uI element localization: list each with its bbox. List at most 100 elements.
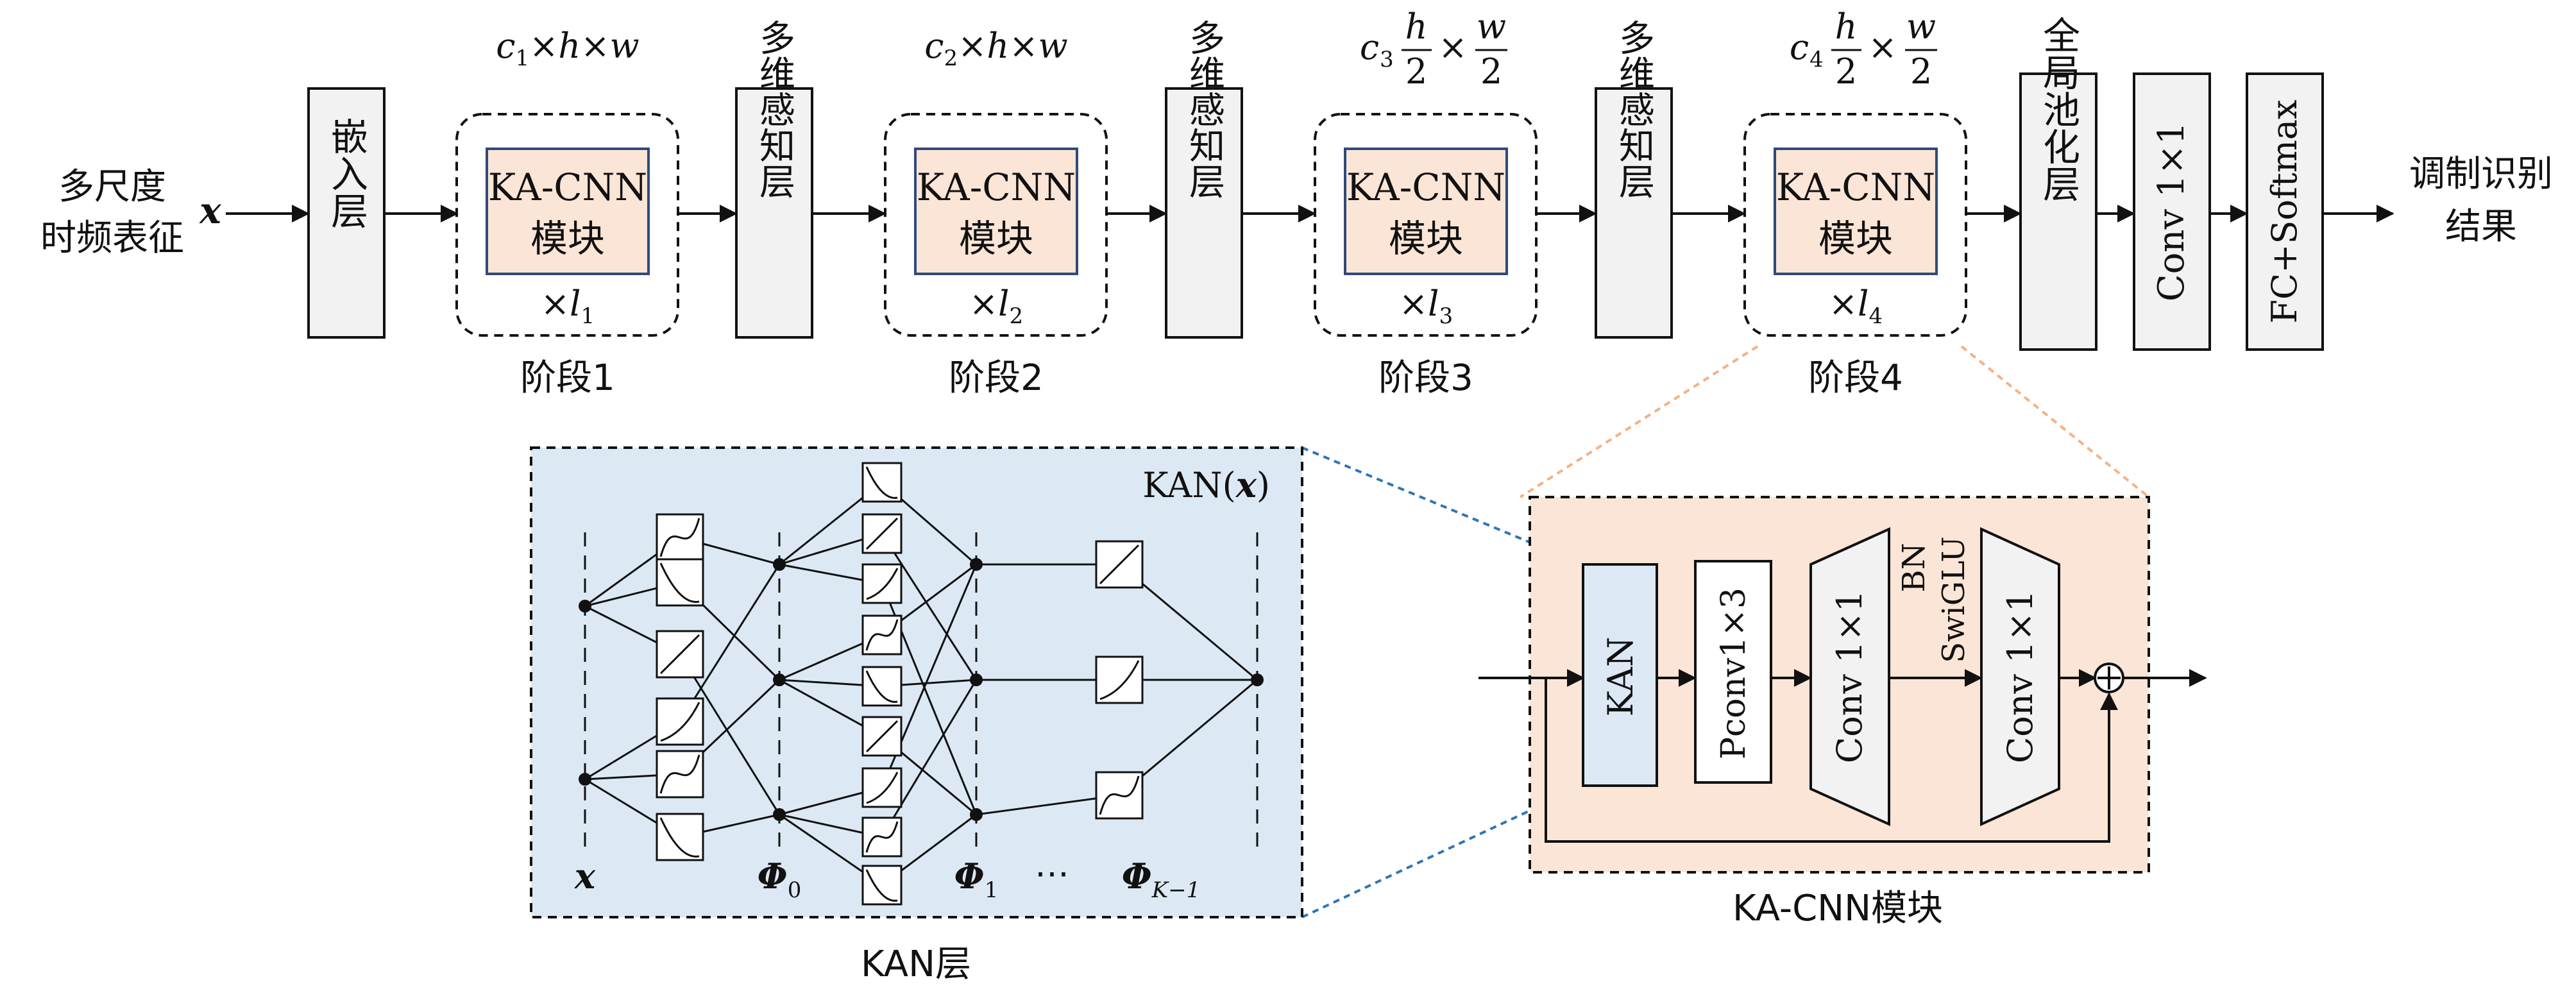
- perception-label-3: 多维感知层: [1613, 19, 1655, 199]
- kan-x-label: x: [574, 856, 596, 897]
- kan-panel: [530, 446, 1303, 918]
- kan-network: [579, 462, 1264, 906]
- perception-box-3: [1595, 87, 1673, 339]
- stage-3-dashed-frame: [1314, 113, 1538, 337]
- stage-1-label: 阶段1: [520, 357, 615, 399]
- kan-node-2-1: [970, 673, 983, 686]
- fc-label: FC+Softmax: [2264, 99, 2305, 323]
- kan-node-0-0: [579, 600, 591, 613]
- kan-caption: KAN层: [861, 943, 971, 985]
- stage-1-module-box: [486, 148, 650, 275]
- svg-text:2: 2: [1835, 51, 1857, 92]
- kan-phi1-label: Φ1: [954, 856, 999, 903]
- kan-spline-box-0-0: [656, 513, 704, 562]
- perception-label-2: 多维感知层: [1183, 19, 1225, 199]
- kan-spline-box-1-7: [861, 816, 902, 858]
- stage-4-module-line1: KA-CNN: [1776, 165, 1935, 209]
- kacnn-kan-box: [1582, 563, 1658, 787]
- zoom-line-orange-left: [1519, 345, 1759, 498]
- stage-3-label: 阶段3: [1378, 357, 1473, 399]
- svg-text:h: h: [1405, 6, 1428, 47]
- fc-box: [2246, 72, 2324, 351]
- tail-conv-box: [2133, 72, 2211, 351]
- stage-4-module-box: [1774, 148, 1938, 275]
- kan-spline-box-2-1: [1095, 655, 1144, 704]
- kan-spline-box-1-0: [861, 462, 902, 503]
- stage-4-repeat: ×l4: [1829, 283, 1883, 329]
- kan-spline-box-2-2: [1095, 771, 1144, 820]
- stage-2-module-line2: 模块: [959, 217, 1033, 260]
- svg-text:×: ×: [1868, 27, 1897, 67]
- stage-3-repeat: ×l3: [1399, 283, 1453, 329]
- kan-spline-box-0-5: [656, 813, 704, 861]
- pool-label: 全局池化层: [2037, 16, 2080, 202]
- svg-text:4: 4: [1809, 47, 1824, 72]
- svg-text:w: w: [1906, 6, 1936, 47]
- stage-4-label: 阶段4: [1808, 357, 1903, 399]
- kan-node-1-2: [773, 808, 786, 821]
- stage-1-module-line2: 模块: [530, 217, 605, 260]
- input-label-line2: 时频表征: [40, 217, 184, 259]
- kan-node-1-1: [773, 673, 786, 686]
- kan-node-0-1: [579, 773, 591, 786]
- kacnn-kan-label: KAN: [1600, 637, 1641, 716]
- embed-label: 嵌入层: [325, 117, 368, 229]
- svg-text:h: h: [1835, 6, 1858, 47]
- kan-node-2-2: [970, 808, 983, 821]
- conv1-trapezoid: [1809, 527, 1890, 827]
- input-label-line1: 多尺度: [58, 166, 166, 208]
- kan-title: KAN(x): [1142, 464, 1270, 505]
- stage-group: KA-CNN模块×l1阶段1c1×h×wKA-CNN模块×l2阶段2c2×h×w…: [455, 6, 2022, 399]
- perception-box-2: [1165, 87, 1243, 339]
- stage-4-dashed-frame: [1743, 113, 1967, 337]
- kan-spline-box-0-4: [656, 750, 704, 799]
- svg-text:c: c: [1360, 27, 1379, 67]
- svg-text:2: 2: [1910, 51, 1932, 92]
- kan-node-3-0: [1251, 673, 1264, 686]
- output-label-line2: 结果: [2445, 206, 2517, 248]
- kan-spline-box-1-5: [861, 716, 902, 757]
- kacnn-caption: KA-CNN模块: [1733, 888, 1943, 929]
- kan-spline-box-0-3: [656, 697, 704, 746]
- svg-text:c: c: [1790, 27, 1809, 67]
- kan-spline-box-1-3: [861, 614, 902, 655]
- svg-text:2: 2: [1480, 51, 1502, 92]
- perception-box-1: [735, 87, 813, 339]
- stage-1-dims: c1×h×w: [496, 26, 639, 71]
- zoom-line-blue-top: [1301, 446, 1584, 566]
- stage-2-module-line1: KA-CNN: [917, 165, 1076, 209]
- input-var-x: x: [199, 190, 221, 232]
- svg-text:2: 2: [1405, 51, 1427, 92]
- kan-node-2-0: [970, 558, 983, 571]
- stage-1-repeat: ×l1: [541, 283, 595, 329]
- svg-text:w: w: [1477, 6, 1506, 47]
- residual-path: [1545, 678, 2118, 843]
- kan-phi0-label: Φ0: [758, 856, 802, 903]
- pool-box: [2019, 72, 2097, 351]
- kan-spline-box-2-0: [1095, 540, 1144, 589]
- kan-phik-label: ΦK−1: [1122, 856, 1201, 903]
- stage-4-module-line2: 模块: [1818, 217, 1893, 260]
- svg-text:3: 3: [1380, 47, 1394, 72]
- stage-3-module-box: [1344, 148, 1508, 275]
- stage-1-dashed-frame: [455, 113, 679, 337]
- kan-spline-box-1-1: [861, 513, 902, 554]
- stage-2-dashed-frame: [884, 113, 1108, 337]
- kan-dots: ⋯: [1035, 853, 1069, 893]
- pconv-box: [1694, 560, 1772, 784]
- kan-spline-box-1-2: [861, 563, 902, 604]
- output-label-line1: 调制识别: [2409, 153, 2553, 195]
- stage-3-module-line2: 模块: [1389, 217, 1463, 260]
- stage-2-dims: c2×h×w: [924, 26, 1067, 71]
- bn-label: BN: [1896, 543, 1932, 592]
- pconv-label: Pconv1×3: [1715, 587, 1753, 759]
- kan-spline-box-0-2: [656, 630, 704, 679]
- kan-spline-box-1-6: [861, 767, 902, 808]
- zoom-line-orange-right: [1960, 345, 2150, 498]
- stage-1-module-line1: KA-CNN: [488, 165, 647, 209]
- stage-2-label: 阶段2: [949, 357, 1044, 399]
- perception-label-1: 多维感知层: [754, 19, 795, 199]
